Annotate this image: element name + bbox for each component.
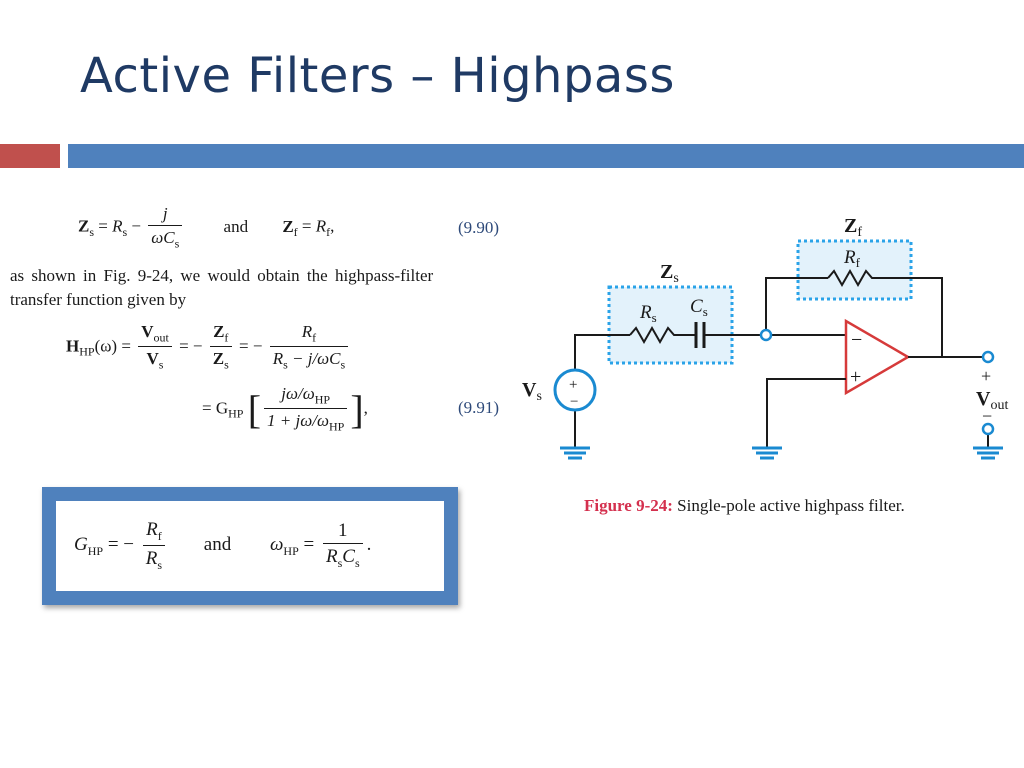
label-zf: Zf xyxy=(844,215,862,240)
highpass-filter-circuit: Zf Zs Rf Rs Cs Vs + − − + + Vout − xyxy=(522,215,1008,460)
opamp-plus-sign: + xyxy=(850,366,861,388)
accent-bar-blue xyxy=(68,144,1024,168)
resistor-rf xyxy=(827,268,943,357)
output-plus-sign: + xyxy=(981,366,991,386)
opamp-minus-sign: − xyxy=(851,329,862,351)
body-text-line-1: as shown in Fig. 9-24, we would obtain t… xyxy=(10,266,434,285)
output-minus-sign: − xyxy=(982,406,992,426)
wire-plus-ground xyxy=(766,378,846,448)
wire-source-top xyxy=(574,334,630,371)
callout-equation: GHP = − Rf Rs and ωHP = 1 RsCs . xyxy=(74,519,372,573)
voltage-source xyxy=(553,368,597,412)
fraction-vout-over-vs: Vout Vs xyxy=(138,322,172,373)
wire-feedback-left xyxy=(765,277,828,329)
accent-bar-red xyxy=(0,144,60,168)
fraction-jw-over-1-plus-jw: jω/ωHP 1 + jω/ωHP xyxy=(264,384,348,435)
equation-number-9-91: (9.91) xyxy=(458,398,500,417)
output-terminal-top xyxy=(981,350,995,364)
label-rs: Rs xyxy=(639,302,657,325)
fraction-rf-over-rs: Rf Rs xyxy=(142,519,166,573)
label-vs: Vs xyxy=(522,379,542,404)
label-rf: Rf xyxy=(843,247,861,270)
fraction-1-over-rscs: 1 RsCs xyxy=(322,520,363,571)
zs-box xyxy=(607,285,734,365)
label-vout: Vout xyxy=(976,388,1008,413)
slide-title: Active Filters – Highpass xyxy=(80,48,675,104)
zf-box xyxy=(796,239,913,301)
equation-9-91-line-1: HHP(ω) = Vout Vs = − Zf Zs = − Rf Rs − j… xyxy=(66,322,351,373)
opamp-triangle xyxy=(844,318,911,396)
label-zs: Zs xyxy=(660,261,679,286)
node-junction xyxy=(759,328,773,342)
label-cs: Cs xyxy=(690,296,708,319)
source-plus-sign: + xyxy=(569,377,577,393)
ground-symbol-output xyxy=(973,446,1003,460)
fraction-rf-over-rs-minus: Rf Rs − j/ωCs xyxy=(269,322,349,373)
equation-9-90: Zs = Rs − j ωCs and Zf = Rf, xyxy=(78,204,335,251)
output-terminal-bottom xyxy=(981,422,995,436)
source-minus-sign: − xyxy=(570,394,578,410)
resistor-rs xyxy=(629,325,696,345)
body-text-line-2: transfer function given by xyxy=(10,290,187,309)
equation-number-9-90: (9.90) xyxy=(458,218,500,237)
callout-box: GHP = − Rf Rs and ωHP = 1 RsCs . xyxy=(42,487,458,605)
figure-caption: Figure 9-24: Single-pole active highpass… xyxy=(584,496,905,516)
ground-symbol-source xyxy=(560,446,590,460)
equation-9-91-line-2: = GHP [ jω/ωHP 1 + jω/ωHP ], xyxy=(202,384,368,435)
figure-label: Figure 9-24: xyxy=(584,496,673,515)
fraction-j-over-omega-cs: j ωCs xyxy=(148,204,183,251)
ground-symbol-plus xyxy=(752,446,782,460)
figure-caption-text: Single-pole active highpass filter. xyxy=(677,496,905,515)
fraction-zf-over-zs: Zf Zs xyxy=(209,322,232,373)
